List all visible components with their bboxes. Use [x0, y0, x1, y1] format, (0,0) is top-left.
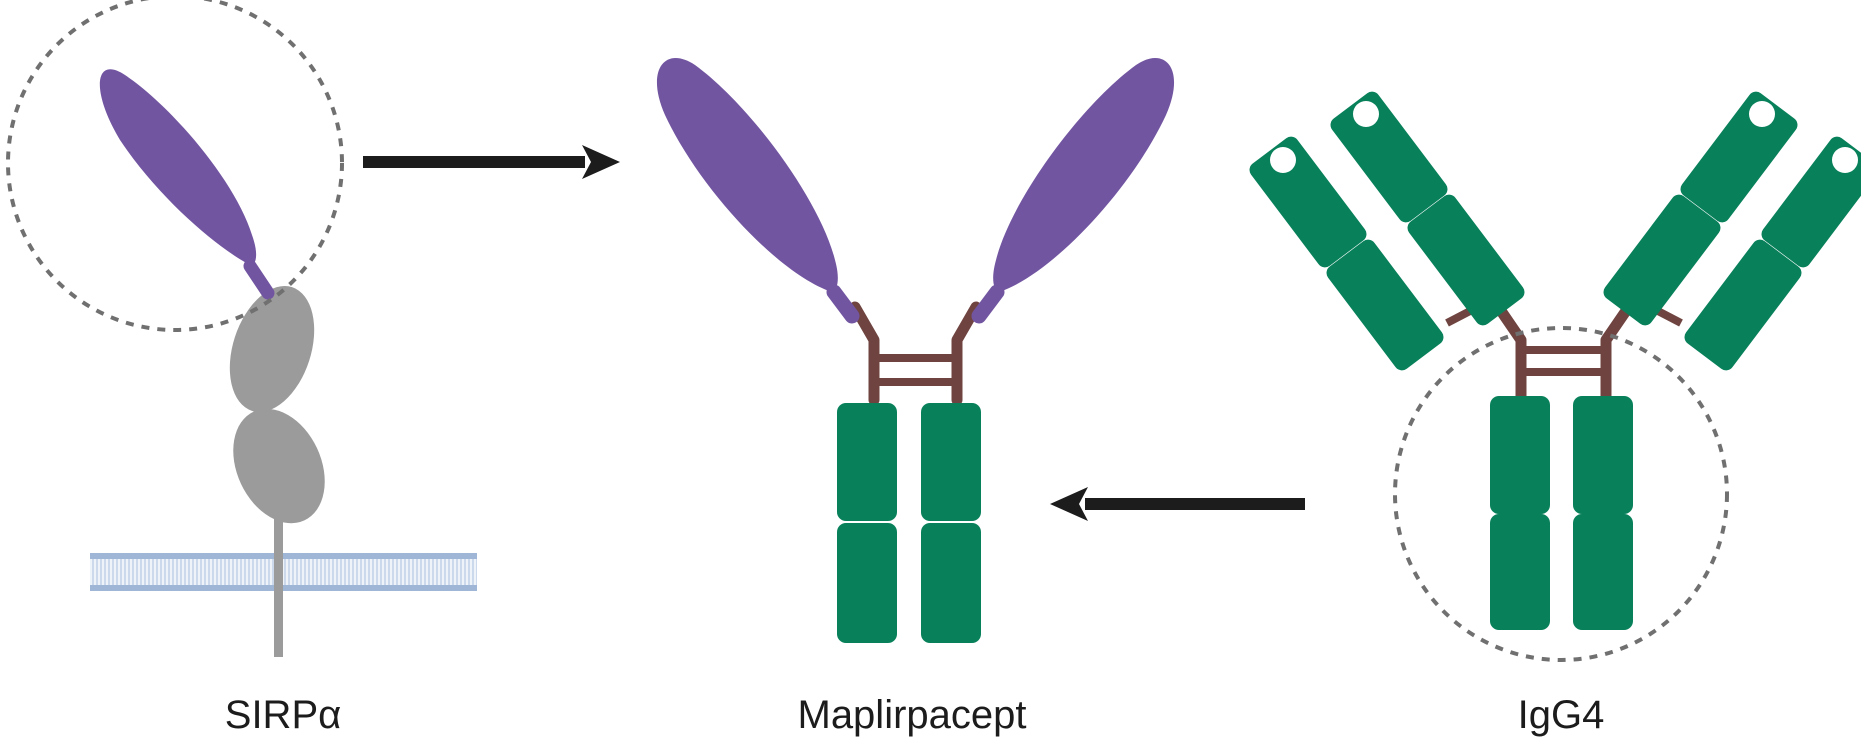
maplirpacept-structure: [656, 58, 1175, 643]
maplirpacept-neck-right: [971, 284, 1005, 324]
sirpa-v-domain: [99, 69, 257, 266]
maplirpacept-hinge: [849, 301, 982, 406]
transmembrane-stalk: [274, 505, 283, 657]
maplirpacept-fc: [837, 403, 981, 643]
ig-domain-upper: [229, 286, 315, 412]
sirpa-neck: [243, 259, 275, 300]
igg4-fab-left: [1249, 91, 1525, 371]
igg4-light-link-right: [1654, 306, 1683, 327]
sirpa-highlight-circle: [6, 0, 344, 332]
igg4-label: IgG4: [1517, 693, 1605, 737]
ig-domain-lower: [233, 408, 325, 524]
igg4-hinge: [1491, 299, 1636, 406]
sirpa-label: SIRPα: [224, 693, 342, 737]
igg4-fab-right: [1603, 91, 1861, 371]
igg4-structure: [1249, 91, 1861, 662]
maplirpacept-v-domain-left: [656, 58, 838, 292]
maplirpacept-label: Maplirpacept: [797, 693, 1027, 737]
cell-membrane: [90, 553, 477, 591]
igg4-fc: [1490, 396, 1633, 630]
sirpa-structure: [6, 0, 477, 657]
maplirpacept-v-domain-right: [993, 58, 1175, 292]
igg4-fc-highlight-circle: [1393, 326, 1729, 662]
igg4-light-link-left: [1445, 306, 1474, 327]
maplirpacept-neck-left: [826, 284, 860, 324]
arrow-left-icon: [1050, 487, 1305, 521]
arrow-right-icon: [363, 145, 620, 179]
